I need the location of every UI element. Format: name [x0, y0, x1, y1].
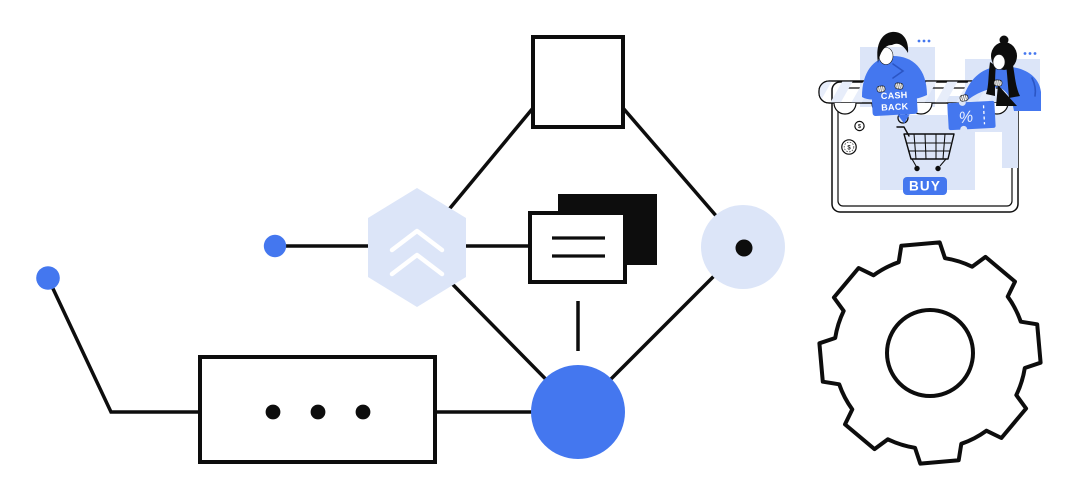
- coin-icon-large: $: [841, 139, 857, 155]
- cashback-line2: BACK: [881, 101, 909, 112]
- woman-hand: [993, 79, 1003, 87]
- woman-hair-bun: [999, 35, 1009, 45]
- hub-circle-node: [531, 365, 625, 459]
- cashback-tag-tail: [897, 114, 910, 124]
- gear-hub: [885, 308, 975, 398]
- connector-line: [46, 277, 210, 414]
- man-hand: [894, 82, 904, 90]
- coin-icon-mid: $: [854, 120, 865, 132]
- center-dot: [735, 239, 753, 257]
- svg-text:$: $: [847, 146, 851, 152]
- coupon-percent-label: %: [958, 108, 974, 127]
- settings-gear-icon: [817, 240, 1043, 466]
- woman-hair-strand: [1006, 60, 1020, 98]
- window-dots-icon: [917, 39, 931, 43]
- connector-dot-mid: [263, 234, 287, 258]
- window-dots-icon: [1023, 52, 1037, 55]
- woman-hair-front: [992, 43, 1015, 60]
- page-fold-shadow: [996, 85, 1017, 106]
- cart-grid: [906, 133, 951, 160]
- connector-dot-left: [36, 266, 60, 290]
- dot-circle-node: [701, 205, 785, 289]
- documents-node: [528, 194, 657, 284]
- buy-button-shape: [903, 177, 947, 195]
- woman-hair-strand: [986, 62, 996, 96]
- cart-wheel: [914, 165, 920, 172]
- hexagon-shape: [368, 188, 466, 307]
- workflow-diagram: [36, 35, 785, 464]
- ellipsis-box-node: [198, 355, 437, 464]
- discount-coupon-icon: %: [947, 98, 996, 133]
- woman-torso: [962, 66, 1041, 111]
- document-front: [528, 211, 627, 284]
- woman-hand: [959, 94, 969, 102]
- square-node: [531, 35, 625, 129]
- double-chevron-up-icon: [389, 228, 445, 277]
- shopping-illustration: $ $ $ BUY: [818, 31, 1041, 213]
- woman-figure: [962, 35, 1041, 111]
- cashback-line1: CASH: [881, 90, 908, 101]
- buy-button: BUY: [903, 177, 947, 195]
- cashback-tag-shape: [871, 85, 918, 116]
- side-panel: [1002, 98, 1018, 168]
- cashback-tag: CASH BACK: [871, 85, 918, 124]
- cart-handle: [896, 126, 910, 137]
- chevron-hexagon-node: [368, 188, 466, 307]
- buy-button-label: BUY: [909, 179, 941, 194]
- cart-legs: [911, 158, 947, 167]
- svg-text:$: $: [858, 124, 861, 130]
- man-shirt-fold: [892, 63, 905, 79]
- hands: [876, 79, 1003, 102]
- shopping-cart-icon: [896, 126, 955, 172]
- cart-wheel: [935, 165, 941, 172]
- coupon-notch: [960, 125, 968, 133]
- ellipsis-dots-icon: [265, 404, 371, 420]
- woman-shirt-fold: [1031, 77, 1037, 97]
- man-hand: [876, 85, 886, 93]
- gear-outline: [817, 240, 1043, 466]
- woman-face: [992, 54, 1006, 70]
- man-hair: [877, 31, 909, 63]
